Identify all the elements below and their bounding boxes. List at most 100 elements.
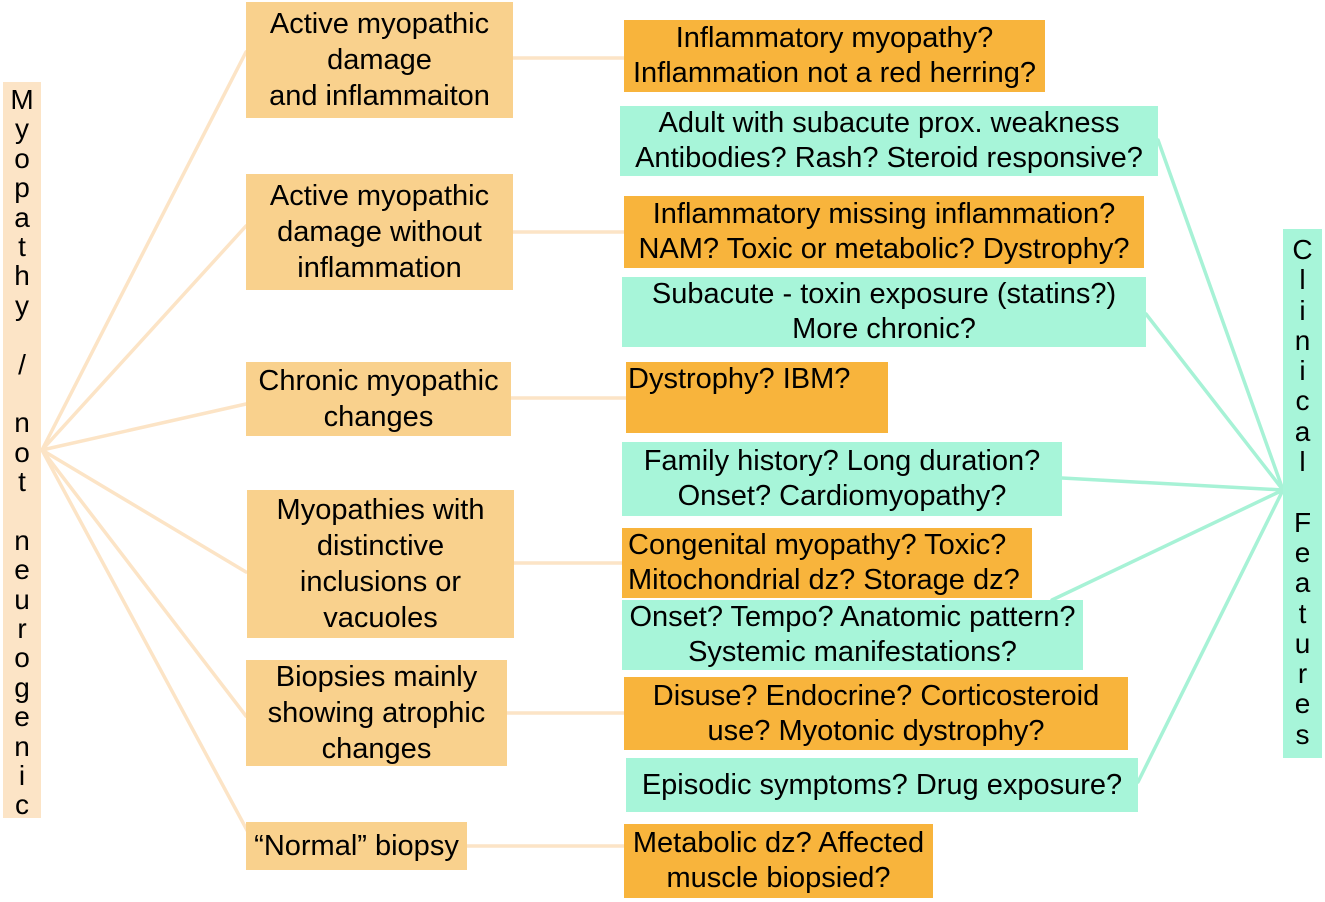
box-text-line: Antibodies? Rash? Steroid responsive? xyxy=(635,142,1143,174)
box-text-line: damage xyxy=(327,44,432,76)
clinical-box-family-history: Family history? Long duration? Onset? Ca… xyxy=(622,442,1062,516)
differential-box-metabolic: Metabolic dz? Affected muscle biopsied? xyxy=(624,824,933,898)
clinical-box-subacute-weakness: Adult with subacute prox. weakness Antib… xyxy=(620,106,1158,176)
label-letter: t xyxy=(1298,597,1307,629)
label-letter: i xyxy=(1299,355,1306,387)
label-letter: n xyxy=(14,524,30,556)
box-text-line: distinctive xyxy=(316,530,445,562)
box-text-line: changes xyxy=(321,733,432,765)
box-text-line: “Normal” biopsy xyxy=(254,830,459,862)
label-letter: i xyxy=(18,759,26,791)
box-text-line: inflammation xyxy=(297,252,462,284)
box-text-line: Adult with subacute prox. weakness xyxy=(658,107,1120,139)
box-text-line: Inflammation not a red herring? xyxy=(633,57,1036,89)
finding-box-chronic-changes: Chronic myopathic changes xyxy=(246,362,511,436)
box-text-line: Inflammatory myopathy? xyxy=(675,22,994,54)
finding-box-active-damage-no-inflammation: Active myopathic damage without inflamma… xyxy=(246,174,513,290)
label-letter: e xyxy=(14,554,30,586)
label-letter: a xyxy=(1294,567,1311,599)
label-letter: l xyxy=(1299,264,1306,296)
box-text-line: Metabolic dz? Affected xyxy=(632,827,925,859)
label-letter: o xyxy=(14,436,30,468)
label-letter: n xyxy=(14,730,30,762)
box-text-line: Mitochondrial dz? Storage dz? xyxy=(628,564,1020,596)
label-letter: h xyxy=(14,260,30,292)
box-text-line: Episodic symptoms? Drug exposure? xyxy=(641,768,1123,801)
box-text-line: Inflammatory missing inflammation? xyxy=(652,198,1116,230)
clinical-box-onset-tempo: Onset? Tempo? Anatomic pattern? Systemic… xyxy=(622,600,1083,670)
connector-label-to-finding-1 xyxy=(40,50,248,452)
connector-label-to-finding-6 xyxy=(40,448,250,834)
label-letter xyxy=(18,320,26,349)
label-letter xyxy=(1299,477,1307,507)
label-letter: u xyxy=(1294,627,1311,659)
label-letter: e xyxy=(1294,536,1311,568)
label-letter: a xyxy=(14,201,30,233)
finding-box-atrophic-changes: Biopsies mainly showing atrophic changes xyxy=(246,660,507,766)
differential-box-missing-inflammation: Inflammatory missing inflammation? NAM? … xyxy=(624,196,1144,268)
differential-box-inflammatory: Inflammatory myopathy? Inflammation not … xyxy=(624,20,1045,92)
label-letter: n xyxy=(14,407,30,439)
box-text-line: Congenital myopathy? Toxic? xyxy=(628,529,1007,561)
label-letter: o xyxy=(14,142,30,174)
box-text-line: Myopathies with xyxy=(276,494,485,526)
box-text-line: muscle biopsied? xyxy=(666,862,891,894)
box-text-line: inclusions or xyxy=(299,566,462,598)
box-text-line: and inflammaiton xyxy=(269,80,490,112)
label-letter: t xyxy=(18,466,26,498)
label-letter: u xyxy=(14,583,30,615)
box-text-line: NAM? Toxic or metabolic? Dystrophy? xyxy=(638,233,1130,265)
label-letter: i xyxy=(1299,294,1306,326)
label-letter: o xyxy=(14,642,30,674)
label-letter: p xyxy=(14,172,30,204)
label-letter: r xyxy=(1297,658,1308,690)
connector-clinical-to-feature-2 xyxy=(1144,312,1285,492)
label-letter xyxy=(18,379,26,408)
box-text-line: vacuoles xyxy=(323,602,438,634)
connector-label-to-finding-5 xyxy=(40,448,248,718)
box-text-line: showing atrophic xyxy=(267,697,486,729)
label-letter: e xyxy=(1294,688,1311,720)
box-text-line: More chronic? xyxy=(792,313,976,345)
differential-box-dystrophy-ibm: Dystrophy? IBM? xyxy=(626,362,888,433)
label-letter: C xyxy=(1292,234,1313,265)
label-letter: r xyxy=(17,613,27,645)
clinical-box-episodic-symptoms: Episodic symptoms? Drug exposure? xyxy=(626,758,1138,812)
clinical-box-toxin-exposure: Subacute - toxin exposure (statins?) Mor… xyxy=(622,277,1146,347)
finding-box-inclusions-vacuoles: Myopathies with distinctive inclusions o… xyxy=(247,490,514,638)
label-letter: y xyxy=(15,289,29,321)
differential-box-congenital-mitochondrial: Congenital myopathy? Toxic? Mitochondria… xyxy=(622,528,1032,598)
box-text-line: Disuse? Endocrine? Corticosteroid xyxy=(652,679,1100,712)
finding-box-active-damage-inflammation: Active myopathic damage and inflammaiton xyxy=(246,2,513,118)
box-text-line: Dystrophy? IBM? xyxy=(628,363,851,395)
box-text-line: Systemic manifestations? xyxy=(688,636,1017,668)
box-text-line: Active myopathic xyxy=(269,8,490,40)
box-text-line: Biopsies mainly xyxy=(275,661,478,693)
connector-label-to-finding-4 xyxy=(40,448,248,574)
box-text-line: Onset? Tempo? Anatomic pattern? xyxy=(629,601,1076,633)
label-letter: y xyxy=(15,113,29,145)
label-letter: a xyxy=(1294,415,1311,447)
box-text-line: use? Myotonic dystrophy? xyxy=(707,714,1045,747)
label-letter: n xyxy=(1294,324,1311,356)
box-text-line: Chronic myopathic xyxy=(258,365,499,397)
differential-box-disuse-endocrine: Disuse? Endocrine? Corticosteroid use? M… xyxy=(624,677,1128,750)
connector-label-to-finding-2 xyxy=(40,224,248,452)
connector-label-to-finding-3 xyxy=(40,402,248,452)
box-text-line: damage without xyxy=(277,216,482,248)
label-letter: c xyxy=(1295,385,1310,417)
label-letter: g xyxy=(14,671,30,703)
label-letter: M xyxy=(10,84,34,115)
label-letter: l xyxy=(1299,446,1306,478)
connector-clinical-to-feature-1 xyxy=(1156,138,1285,492)
label-letter: t xyxy=(18,230,26,262)
label-letter: s xyxy=(1295,718,1310,750)
box-text-line: Active myopathic xyxy=(269,180,490,212)
connector-clinical-to-feature-3 xyxy=(1060,476,1285,492)
box-text-line: Onset? Cardiomyopathy? xyxy=(677,480,1007,512)
